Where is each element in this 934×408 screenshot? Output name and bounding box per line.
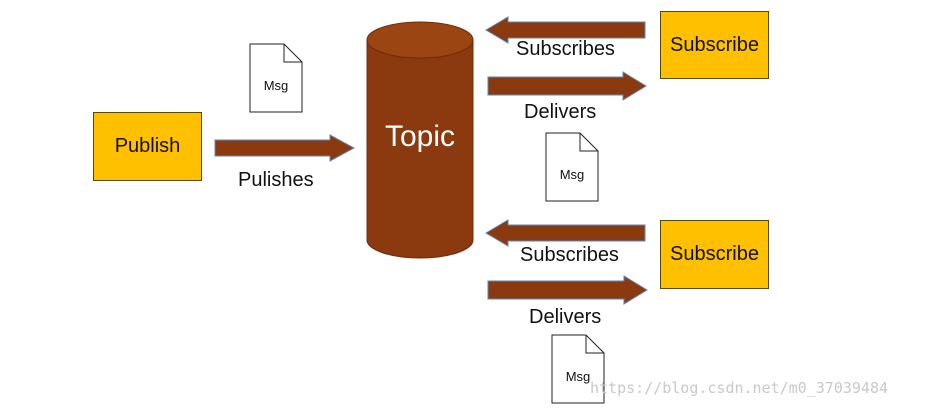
publisher-msg-label: Msg <box>263 78 289 93</box>
subscribes-label-1: Subscribes <box>516 38 615 60</box>
publish-arrow <box>214 134 356 162</box>
subscribe-box-1-label: Subscribe <box>670 33 759 56</box>
subscribe-box-2: Subscribe <box>660 220 769 289</box>
subscribe-box-2-label: Subscribe <box>670 243 759 265</box>
publishes-label: Pulishes <box>238 169 314 191</box>
subscribe-box-1: Subscribe <box>660 11 769 79</box>
publish-box-label: Publish <box>114 135 181 157</box>
subscriber-1-msg-label: Msg <box>559 167 585 182</box>
delivers-label-2: Delivers <box>529 306 602 328</box>
delivers-arrow-1 <box>487 71 647 101</box>
publisher-msg-document <box>249 43 303 113</box>
watermark: https://blog.csdn.net/m0_37039484 <box>590 379 889 397</box>
topic-label: Topic <box>384 120 456 153</box>
subscriber-2-msg-document <box>551 334 605 404</box>
delivers-arrow-2 <box>487 275 648 305</box>
delivers-label-1: Delivers <box>524 101 597 123</box>
subscriber-2-msg-label: Msg <box>565 369 591 384</box>
subscriber-1-msg-document <box>545 132 599 202</box>
subscribes-label-2: Subscribes <box>520 244 619 266</box>
subscribes-arrow-1 <box>485 16 646 44</box>
publish-box: Publish <box>93 112 202 181</box>
topic-cylinder <box>366 21 474 259</box>
subscribes-arrow-2 <box>485 219 646 247</box>
